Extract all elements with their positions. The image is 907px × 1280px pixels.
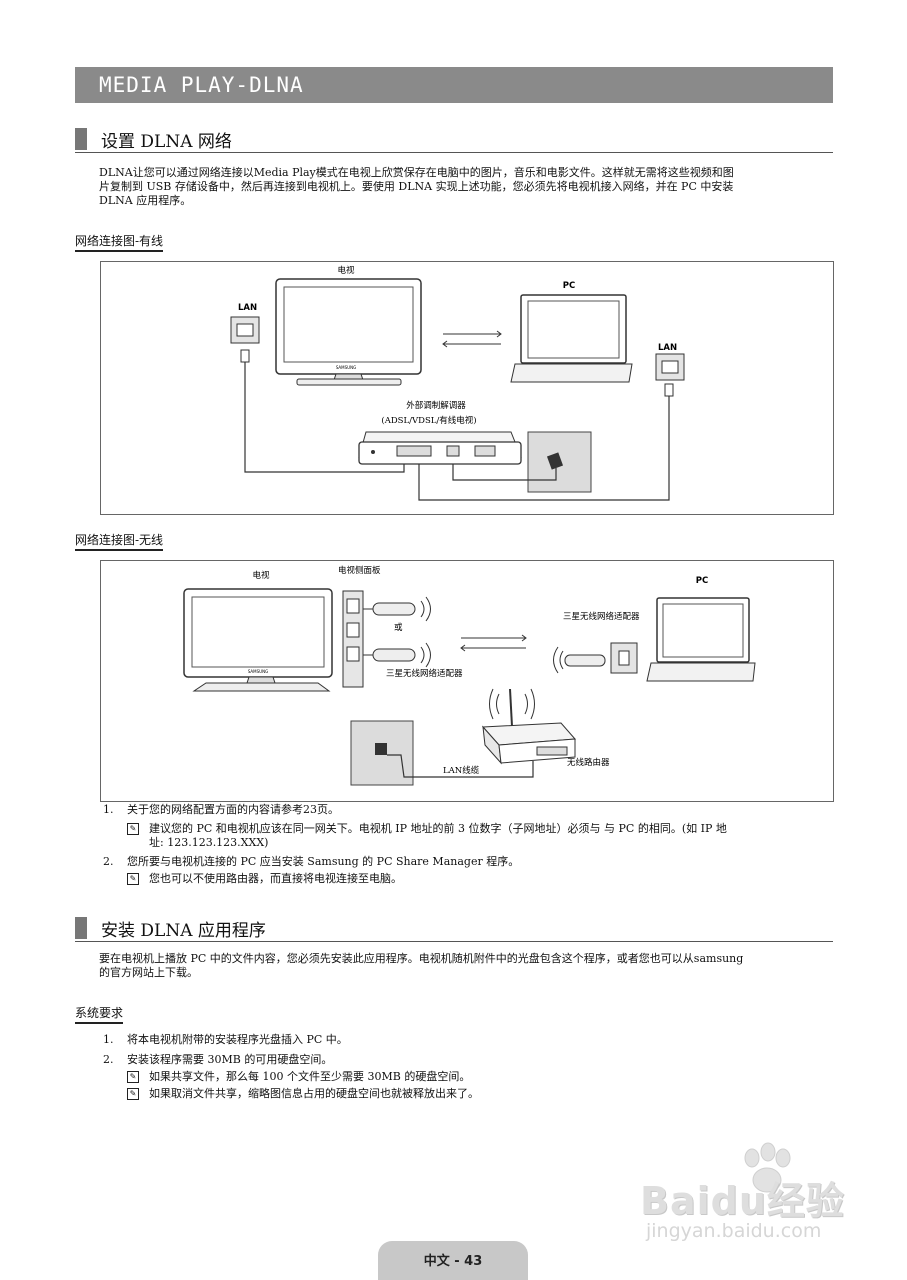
data-transfer-arrows-icon — [460, 634, 527, 652]
wireless-diagram: SAMSUNG — [100, 560, 834, 802]
intro-line: 片复制到 USB 存储设备中，然后再连接到电视机上。要使用 DLNA 实现上述功… — [99, 180, 734, 193]
watermark-url: jingyan.baidu.com — [646, 1220, 822, 1242]
list-item: 2. 安装该程序需要 30MB 的可用硬盘空间。 — [103, 1053, 833, 1067]
router-label: 无线路由器 — [567, 757, 610, 768]
tv-lan-port-icon — [230, 316, 260, 363]
tv-brand-text: SAMSUNG — [336, 365, 356, 370]
wired-tv-label: 电视 — [337, 265, 355, 276]
watermark-brand: Baidu经验 — [640, 1179, 845, 1223]
list-number: 1. — [103, 1033, 114, 1046]
list-text: 安装该程序需要 30MB 的可用硬盘空间。 — [127, 1053, 333, 1066]
tv-side-panel-icon — [342, 590, 364, 688]
laptop-icon — [510, 294, 633, 383]
section-heading-setup: 设置 DLNA 网络 — [75, 126, 833, 153]
note-item: ✎ 如果取消文件共享，缩略图信息占用的硬盘空间也就被释放出来了。 — [103, 1087, 833, 1101]
list-number: 1. — [103, 803, 114, 816]
section-marker — [75, 917, 87, 939]
list-item: 2. 您所要与电视机连接的 PC 应当安装 Samsung 的 PC Share… — [103, 855, 833, 869]
modem-icon — [358, 431, 522, 465]
wireless-tv-label: 电视 — [252, 570, 270, 581]
wall-socket-icon — [527, 431, 592, 493]
wired-diagram-title: 网络连接图-有线 — [75, 232, 164, 252]
wired-pc-label: PC — [563, 281, 575, 291]
pc-adapter-label: 三星无线网络适配器 — [563, 611, 640, 622]
notes-list-1: 1. 关于您的网络配置方面的内容请参考23页。 ✎ 建议您的 PC 和电视机应该… — [103, 803, 833, 886]
modem-label: 外部调制解调器 — [406, 400, 466, 411]
note-icon: ✎ — [127, 1071, 139, 1083]
note-text: 如果共享文件，那么每 100 个文件至少需要 30MB 的硬盘空间。 — [149, 1070, 471, 1083]
lan-cable — [387, 754, 534, 778]
note-text: 建议您的 PC 和电视机应该在同一网关下。电视机 IP 地址的前 3 位数字（子… — [149, 822, 727, 835]
paw-logo-icon — [744, 1142, 791, 1193]
list-text: 关于您的网络配置方面的内容请参考23页。 — [127, 803, 339, 816]
note-item: ✎ 您也可以不使用路由器，而直接将电视连接至电脑。 — [103, 872, 833, 886]
note-icon: ✎ — [127, 823, 139, 835]
cable-label: LAN线缆 — [443, 765, 480, 776]
note-text: 如果取消文件共享，缩略图信息占用的硬盘空间也就被释放出来了。 — [149, 1087, 479, 1100]
list-item: 1. 关于您的网络配置方面的内容请参考23页。 — [103, 803, 833, 817]
list-text: 您所要与电视机连接的 PC 应当安装 Samsung 的 PC Share Ma… — [127, 855, 520, 868]
install-line: 要在电视机上播放 PC 中的文件内容，您必须先安装此应用程序。电视机随机附件中的… — [99, 952, 744, 965]
list-number: 2. — [103, 855, 114, 868]
wireless-diagram-svg: SAMSUNG — [183, 565, 756, 786]
page-title-bar: MEDIA PLAY-DLNA — [75, 67, 833, 103]
tv-icon — [275, 278, 422, 386]
modem-sub-label: (ADSL/VDSL/有线电视) — [381, 415, 476, 426]
wireless-router-icon — [481, 688, 577, 765]
intro-line: DLNA让您可以通过网络连接以Media Play模式在电视上欣赏保存在电脑中的… — [99, 166, 734, 179]
laptop-icon — [646, 597, 756, 682]
note-text: 址: 123.123.123.XXX) — [149, 836, 269, 849]
tv-icon — [183, 588, 333, 692]
wired-lan-left-label: LAN — [238, 303, 257, 313]
sysreq-list: 1. 将本电视机附带的安装程序光盘插入 PC 中。 2. 安装该程序需要 30M… — [103, 1033, 833, 1101]
list-number: 2. — [103, 1053, 114, 1066]
data-transfer-arrows-icon — [442, 330, 502, 348]
wired-lan-right-label: LAN — [658, 343, 677, 353]
page-title: MEDIA PLAY-DLNA — [99, 73, 304, 97]
lan-cables — [244, 362, 670, 501]
side-panel-label: 电视侧面板 — [338, 565, 381, 576]
baidu-watermark: Baidu经验 jingyan.baidu.com — [640, 1140, 870, 1250]
usb-adapter-icon — [363, 596, 431, 668]
wired-diagram-svg: SAMSUNG — [230, 265, 685, 501]
note-item: ✎ 建议您的 PC 和电视机应该在同一网关下。电视机 IP 地址的前 3 位数字… — [103, 822, 833, 850]
note-text: 您也可以不使用路由器，而直接将电视连接至电脑。 — [149, 872, 402, 885]
section-title-install: 安装 DLNA 应用程序 — [101, 921, 266, 941]
section-heading-install: 安装 DLNA 应用程序 — [75, 915, 833, 942]
or-label: 或 — [394, 622, 403, 633]
list-text: 将本电视机附带的安装程序光盘插入 PC 中。 — [127, 1033, 348, 1046]
pc-usb-adapter-icon — [553, 642, 638, 674]
list-item: 1. 将本电视机附带的安装程序光盘插入 PC 中。 — [103, 1033, 833, 1047]
tv-adapter-label: 三星无线网络适配器 — [386, 668, 463, 679]
page-footer: 中文 - 43 — [378, 1241, 528, 1280]
section-title-setup: 设置 DLNA 网络 — [101, 132, 232, 152]
intro-line: DLNA 应用程序。 — [99, 194, 192, 207]
note-icon: ✎ — [127, 873, 139, 885]
note-item: ✎ 如果共享文件，那么每 100 个文件至少需要 30MB 的硬盘空间。 — [103, 1070, 833, 1084]
sysreq-title: 系统要求 — [75, 1004, 124, 1024]
wired-diagram: SAMSUNG — [100, 261, 834, 515]
wall-socket-icon — [350, 720, 414, 786]
pc-lan-port-icon — [655, 353, 685, 397]
install-paragraph: 要在电视机上播放 PC 中的文件内容，您必须先安装此应用程序。电视机随机附件中的… — [99, 952, 829, 980]
page-number: 中文 - 43 — [423, 1254, 483, 1269]
note-icon: ✎ — [127, 1088, 139, 1100]
wireless-diagram-title: 网络连接图-无线 — [75, 531, 164, 551]
tv-brand-text: SAMSUNG — [248, 669, 268, 674]
intro-paragraph: DLNA让您可以通过网络连接以Media Play模式在电视上欣赏保存在电脑中的… — [99, 166, 829, 208]
section-marker — [75, 128, 87, 150]
install-line: 的官方网站上下载。 — [99, 966, 198, 979]
wireless-pc-label: PC — [696, 576, 708, 586]
